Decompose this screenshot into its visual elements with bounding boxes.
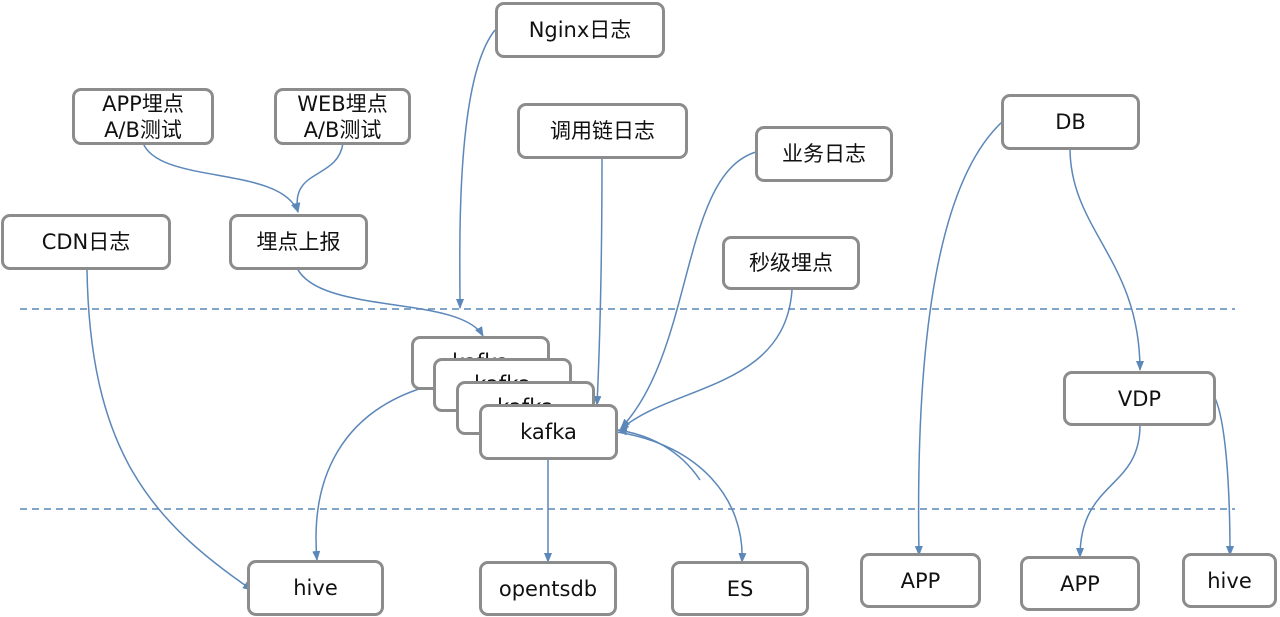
call-chain-log-label: 调用链日志 — [550, 119, 655, 143]
cdn-log-box: CDN日志 — [1, 214, 171, 270]
hive-right-label: hive — [1207, 568, 1252, 593]
arrow-kafka-to-hive — [312, 384, 433, 561]
db-box: DB — [1001, 94, 1140, 150]
tracking-report-label: 埋点上报 — [256, 230, 341, 254]
business-log-box: 业务日志 — [755, 126, 893, 182]
arrow-second-tracking-to-kafka — [619, 289, 793, 431]
hive-left-box: hive — [247, 560, 384, 616]
es-label: ES — [726, 576, 754, 601]
opentsdb-label: opentsdb — [498, 576, 598, 601]
arrow-vdp-to-app — [1076, 424, 1141, 558]
web-tracking-label: WEB埋点 A/B测试 — [297, 91, 388, 142]
arrow-vdp-to-hive-right — [1214, 397, 1234, 556]
kafka-box-main: kafka — [479, 404, 618, 460]
web-tracking-box: WEB埋点 A/B测试 — [274, 88, 411, 145]
nginx-log-label: Nginx日志 — [528, 18, 632, 42]
arrow-business-to-kafka — [620, 151, 757, 429]
business-log-label: 业务日志 — [782, 142, 866, 166]
app-label-2: APP — [1060, 571, 1100, 596]
arrow-db-to-app — [914, 121, 1003, 556]
nginx-log-box: Nginx日志 — [495, 2, 665, 58]
hive-right-box: hive — [1182, 553, 1277, 608]
es-box: ES — [671, 561, 809, 616]
app-tracking-box: APP埋点 A/B测试 — [72, 88, 214, 145]
vdp-label: VDP — [1117, 386, 1162, 411]
cdn-log-label: CDN日志 — [41, 230, 131, 254]
arrow-report-to-kafka — [296, 267, 484, 337]
hive-left-label: hive — [293, 576, 338, 600]
arrow-cdn-to-hive — [86, 269, 253, 591]
tracking-report-box: 埋点上报 — [229, 214, 368, 270]
arrow-call-chain-to-kafka — [593, 157, 603, 406]
app-tracking-label: APP埋点 A/B测试 — [102, 91, 184, 142]
app-label-1: APP — [900, 568, 941, 593]
arrow-web-tracking-to-report — [292, 142, 344, 213]
app-box-1: APP — [860, 553, 981, 608]
arrow-kafka-to-es — [616, 431, 747, 563]
second-tracking-label: 秒级埋点 — [749, 251, 833, 275]
kafka-label-main: kafka — [520, 420, 577, 444]
arrow-nginx-to-kafka — [455, 29, 496, 309]
arrow-db-to-vdp — [1069, 147, 1144, 371]
opentsdb-box: opentsdb — [479, 561, 617, 616]
call-chain-log-box: 调用链日志 — [517, 103, 688, 159]
arrow-app-tracking-to-report — [142, 142, 299, 213]
vdp-box: VDP — [1063, 371, 1216, 426]
arrow-es-to-kafka — [617, 427, 701, 481]
db-label: DB — [1055, 110, 1086, 134]
app-box-2: APP — [1020, 556, 1140, 611]
second-tracking-box: 秒级埋点 — [722, 236, 860, 290]
